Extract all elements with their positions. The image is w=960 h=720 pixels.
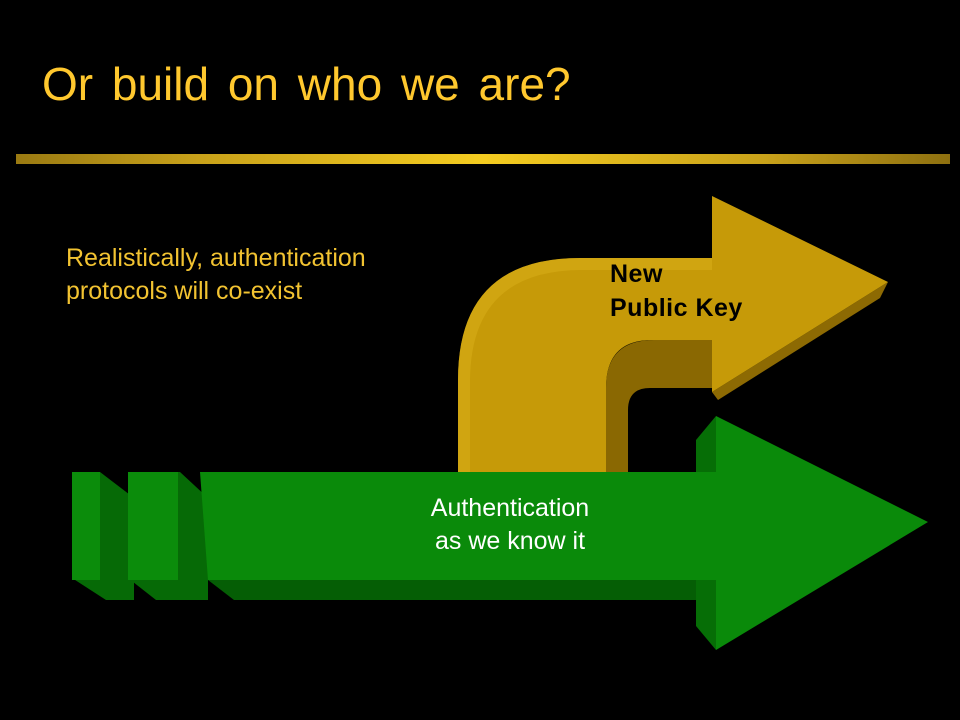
co-exist-note-line-1: Realistically, authentication — [66, 244, 366, 272]
existing-auth-arrow-shaft — [200, 472, 716, 580]
public-key-arrow-label-line-1: New — [610, 260, 663, 288]
public-key-arrow — [458, 196, 888, 472]
existing-auth-arrow-label-line-1: Authentication — [430, 494, 590, 522]
public-key-arrow-label-line-2: Public Key — [610, 294, 743, 322]
existing-auth-arrow-label-line-2: as we know it — [434, 527, 586, 555]
existing-auth-arrow-head — [716, 416, 928, 650]
title-underline — [16, 154, 950, 164]
public-key-arrow-head-side — [712, 282, 888, 400]
existing-auth-arrow-shaft-side — [208, 580, 696, 600]
existing-auth-arrow-label: Authentication as we know it — [370, 492, 650, 558]
co-exist-note: Realistically, authentication protocols … — [66, 242, 366, 308]
public-key-arrow-inner-depth — [606, 340, 712, 472]
co-exist-note-line-2: protocols will co-exist — [66, 277, 303, 305]
existing-auth-arrow — [72, 416, 928, 650]
public-key-arrow-body — [458, 196, 888, 472]
slide-title: Or build on who we are? — [42, 58, 571, 110]
existing-auth-arrow-tail-block-1-face — [72, 472, 100, 580]
public-key-arrow-label: New Public Key — [610, 257, 743, 325]
existing-auth-arrow-tail-block-2-face — [128, 472, 178, 580]
